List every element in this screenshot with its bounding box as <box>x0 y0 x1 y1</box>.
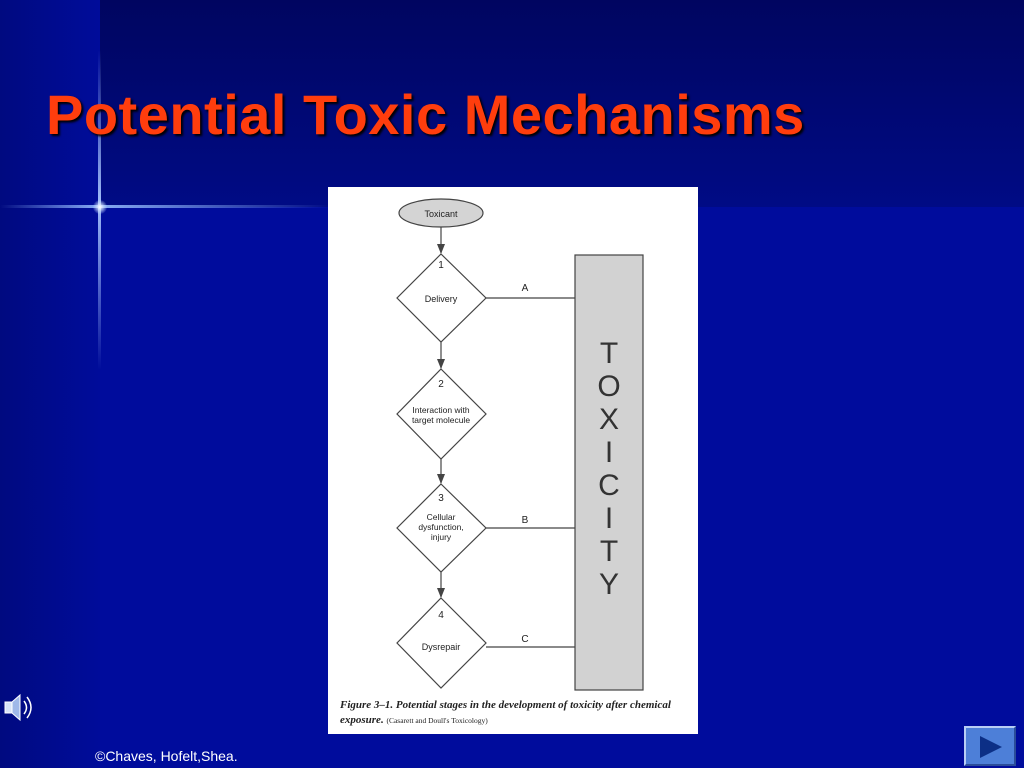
toxicity-letter-1: T <box>600 337 618 370</box>
step-3-label-line-3: injury <box>431 532 452 542</box>
branch-c-label: C <box>521 634 528 645</box>
toxicity-letter-4: I <box>605 436 613 469</box>
toxicity-letter-3: X <box>599 403 619 436</box>
toxicity-letter-2: O <box>597 370 620 403</box>
figure-caption-source: (Casarett and Doull's Toxicology) <box>386 716 488 725</box>
flowchart-diagram: Toxicant 1 Delivery 2 Interaction with t… <box>396 198 644 691</box>
figure-caption: Figure 3–1. Potential stages in the deve… <box>340 698 690 728</box>
next-slide-button[interactable] <box>964 726 1016 766</box>
light-flare-center <box>93 200 107 214</box>
light-flare-horizontal <box>0 205 330 208</box>
step-3-number: 3 <box>438 493 444 504</box>
step-3-label-line-2: dysfunction, <box>418 522 463 532</box>
background-top-band <box>100 0 1024 207</box>
speaker-icon-graphic <box>4 693 32 722</box>
step-2-label-line-2: target molecule <box>412 415 470 425</box>
step-2-number: 2 <box>438 379 444 390</box>
figure-caption-text: Figure 3–1. Potential stages in the deve… <box>340 699 671 726</box>
toxicity-letter-8: Y <box>599 568 619 601</box>
step-1-label: Delivery <box>425 294 458 304</box>
copyright-footer: ©Chaves, Hofelt,Shea. <box>95 748 238 764</box>
step-3-diamond <box>396 483 487 573</box>
toxicity-letter-6: I <box>605 502 613 535</box>
step-1-number: 1 <box>438 260 444 271</box>
branch-a-label: A <box>522 283 529 294</box>
branch-b-label: B <box>522 515 529 526</box>
toxicity-outcome-box <box>574 254 644 691</box>
toxicity-flowchart-figure: Toxicant 1 Delivery 2 Interaction with t… <box>328 187 698 734</box>
step-1-diamond <box>396 253 487 343</box>
step-2-label-line-1: Interaction with <box>412 405 469 415</box>
play-arrow-icon <box>980 736 1002 758</box>
step-4-number: 4 <box>438 610 444 621</box>
step-3-label-line-1: Cellular <box>427 512 456 522</box>
background-left-panel <box>0 0 100 768</box>
step-2-diamond <box>396 368 487 460</box>
step-4-diamond <box>396 597 487 689</box>
speaker-icon[interactable] <box>2 690 38 726</box>
slide-title: Potential Toxic Mechanisms <box>46 83 805 146</box>
toxicant-label: Toxicant <box>424 209 458 219</box>
toxicity-letter-5: C <box>598 469 620 502</box>
step-4-label: Dysrepair <box>422 642 461 652</box>
toxicity-letter-7: T <box>600 535 618 568</box>
